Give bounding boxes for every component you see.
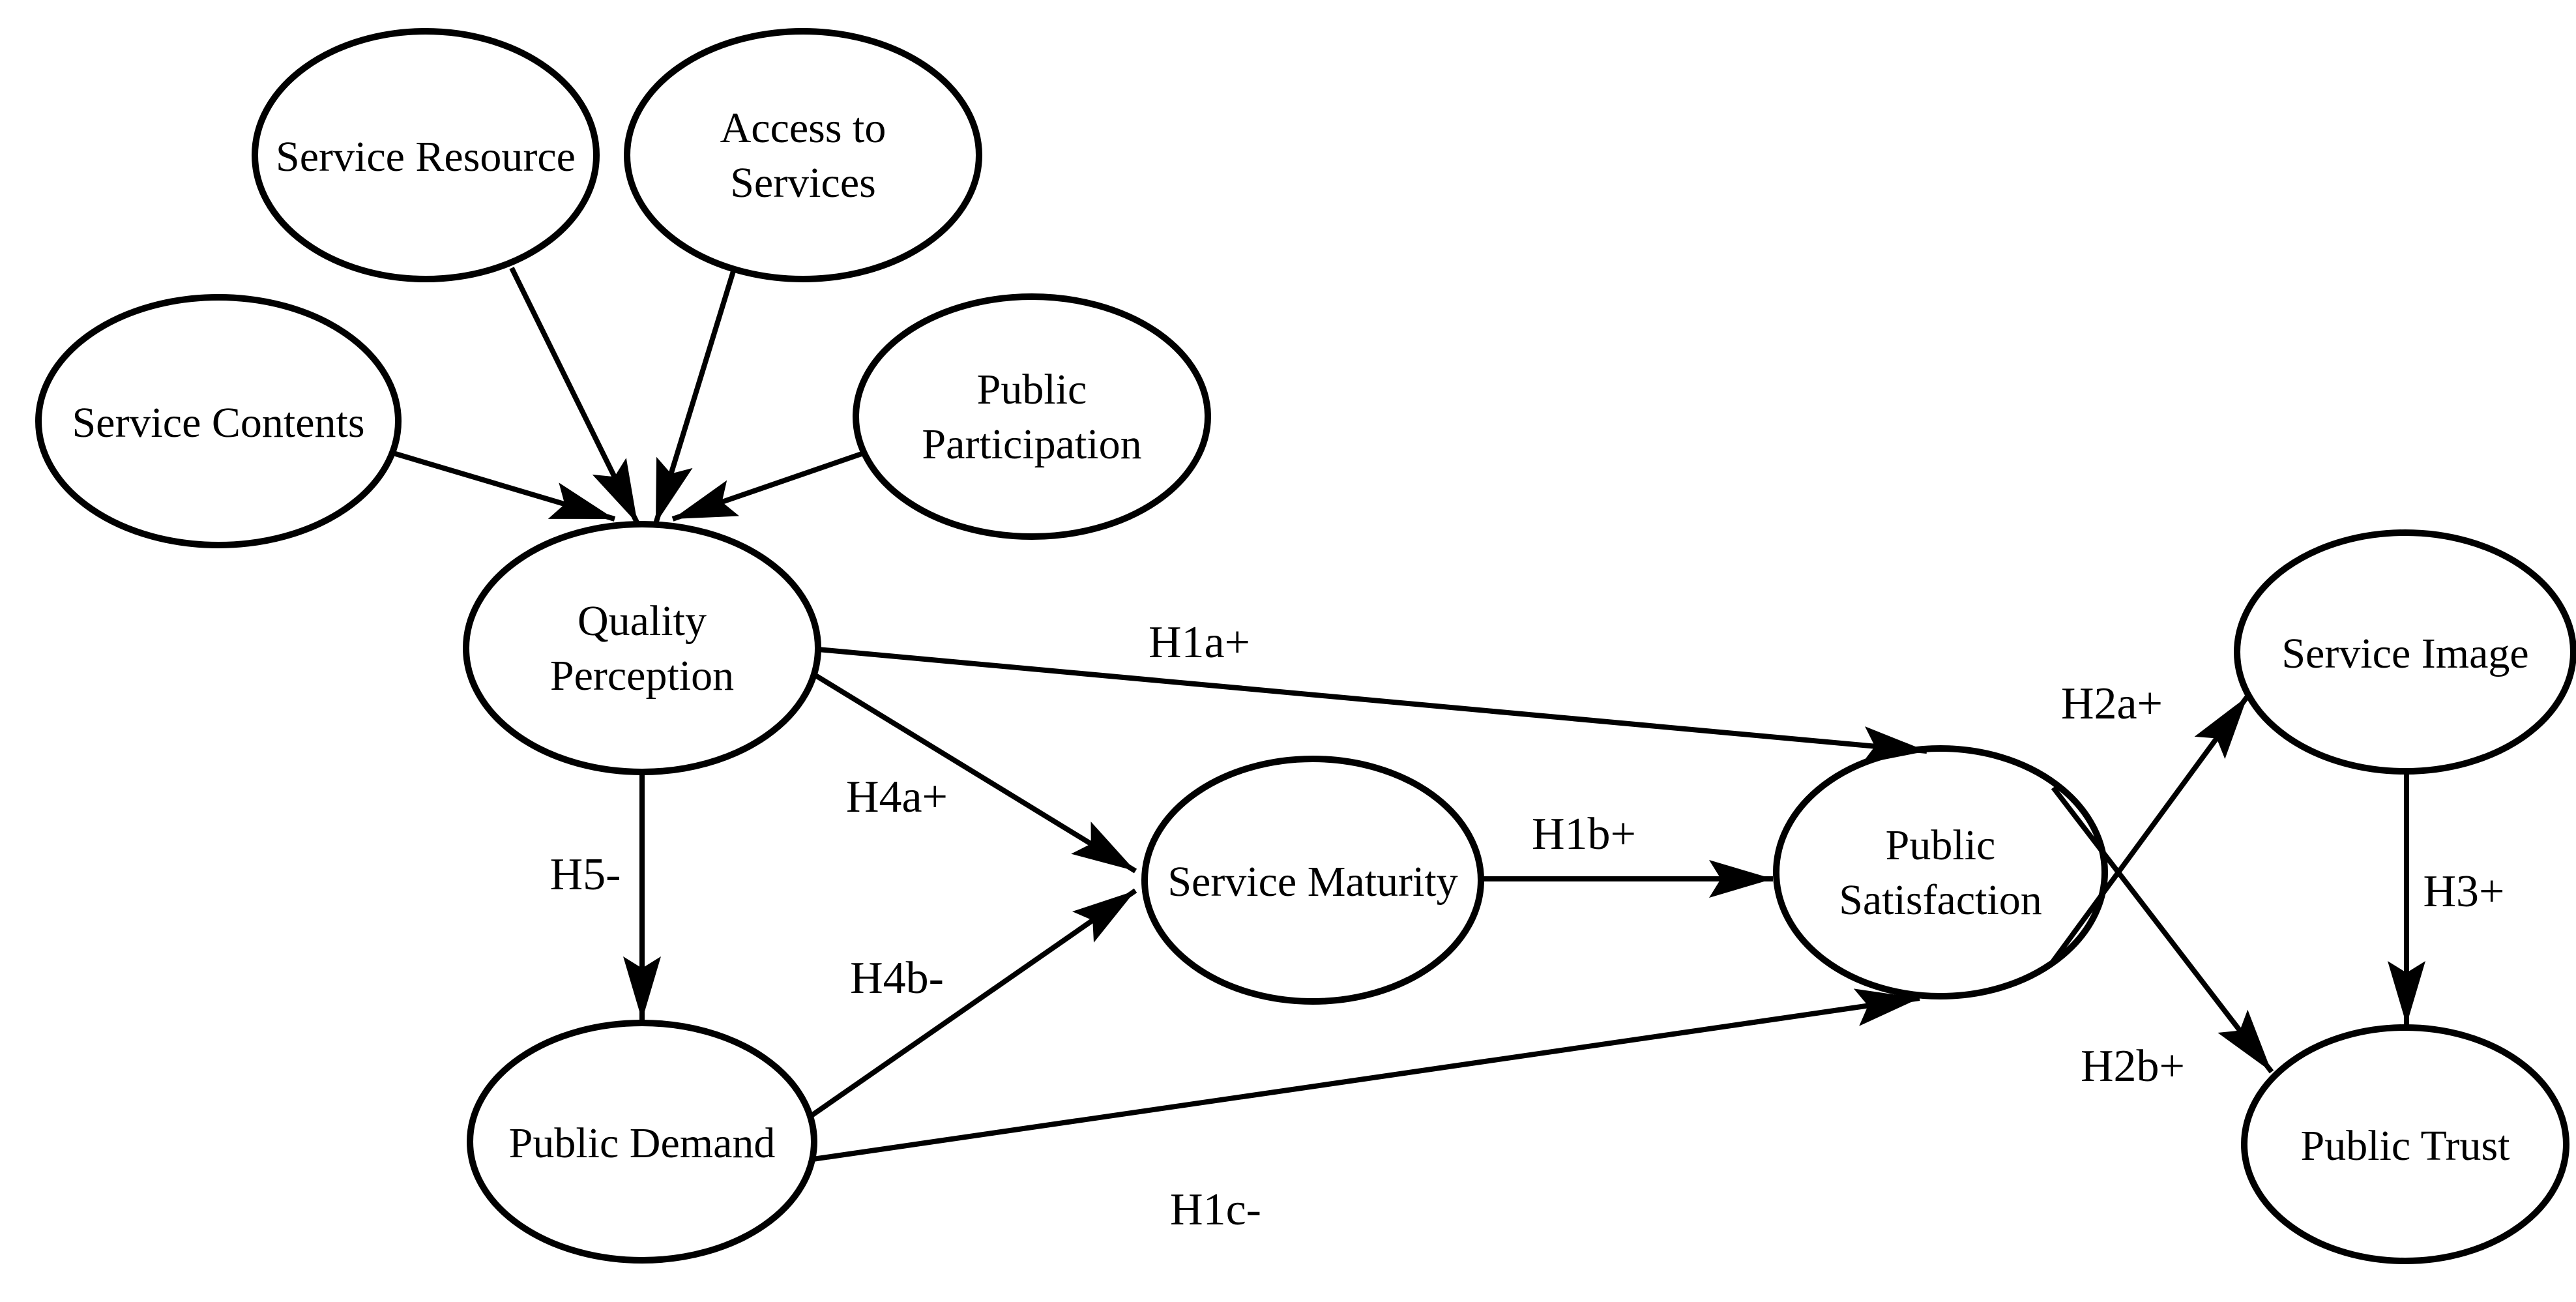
quality-perception-ellipse [463, 521, 821, 775]
edge-h1a-label: H1a+ [1149, 617, 1250, 668]
public-participation-label-line: Participation [922, 421, 1141, 468]
edge-h3: H3+ [2388, 771, 2505, 1025]
edge-h4b-line [810, 888, 1137, 1118]
edge-h4a-label: H4a+ [846, 772, 948, 822]
service-resource-label-line: Service Resource [276, 133, 576, 181]
edge-service-contents-to-quality-perception [390, 450, 616, 522]
public-satisfaction-ellipse [1773, 745, 2108, 999]
node-service-resource: Service Resource [252, 28, 600, 282]
public-trust-label: Public Trust [2301, 1122, 2510, 1170]
edge-h4a-line [812, 672, 1137, 874]
edge-h4b: H4b- [810, 888, 1137, 1118]
edge-h1c: H1c- [812, 988, 1920, 1235]
service-contents-label: Service Contents [72, 399, 364, 447]
service-resource-label: Service Resource [276, 133, 576, 181]
edge-h5: H5- [550, 772, 661, 1020]
edge-h4b-label: H4b- [850, 953, 944, 1003]
nodes-layer: Service Resource Access to ServicesService… [35, 28, 2576, 1264]
edge-h1b-label: H1b+ [1532, 809, 1636, 859]
edge-public-participation-to-quality-perception-line [671, 451, 863, 522]
public-participation-ellipse [853, 293, 1211, 540]
node-service-maturity: Service Maturity [1141, 756, 1484, 1005]
edge-h1a-line [817, 647, 1927, 764]
edge-h2b-line [2051, 786, 2274, 1074]
edge-public-participation-to-quality-perception [671, 451, 863, 522]
edge-service-contents-to-quality-perception-line [390, 450, 616, 522]
public-trust-label-line: Public Trust [2301, 1122, 2510, 1170]
edge-access-to-services-to-quality-perception-line [653, 270, 736, 525]
access-to-services-label: Access to Services [720, 104, 886, 207]
sem-diagram-canvas: Service Resource Access to ServicesService… [26, 10, 2576, 1292]
node-public-trust: Public Trust [2241, 1024, 2569, 1264]
public-demand-ellipse [467, 1020, 817, 1264]
service-contents-label-line: Service Contents [72, 399, 364, 447]
quality-perception-label-line: Quality [578, 597, 707, 645]
edge-h1c-label: H1c- [1170, 1185, 1261, 1235]
edges-layer: H1a+ H4a+ H5- H4b- H1b+ H1c- H2a+ H2b+ H3+ [390, 267, 2505, 1235]
service-image-label: Service Image [2281, 630, 2528, 677]
public-trust-ellipse [2241, 1024, 2569, 1264]
edge-h3-label: H3+ [2423, 866, 2504, 917]
edge-h2b: H2b+ [2051, 786, 2274, 1091]
public-satisfaction-label-line: Public [1886, 821, 1996, 869]
edge-h5-label: H5- [550, 850, 621, 900]
node-public-demand: Public Demand [467, 1020, 817, 1264]
node-service-image: Service Image [2234, 529, 2576, 775]
quality-perception-label-line: Perception [550, 652, 734, 700]
edge-h2a-label: H2a+ [2061, 679, 2163, 729]
edge-h2a-line [2051, 694, 2250, 963]
edge-h1a: H1a+ [817, 617, 1927, 764]
edge-h1c-line [812, 988, 1920, 1162]
access-to-services-label-line: Services [730, 159, 876, 207]
edge-h4a: H4a+ [812, 672, 1137, 874]
service-maturity-label: Service Maturity [1167, 858, 1457, 906]
access-to-services-ellipse [624, 28, 982, 282]
edge-h2b-label: H2b+ [2081, 1041, 2185, 1091]
public-demand-label-line: Public Demand [509, 1119, 776, 1167]
service-maturity-label-line: Service Maturity [1167, 858, 1457, 906]
public-demand-label: Public Demand [509, 1119, 776, 1167]
edge-access-to-services-to-quality-perception [653, 270, 736, 525]
access-to-services-label-line: Access to [720, 104, 886, 152]
edge-service-resource-to-quality-perception-line [509, 267, 640, 525]
service-resource-ellipse [252, 28, 600, 282]
node-access-to-services: Access to Services [624, 28, 982, 282]
public-participation-label-line: Public [977, 366, 1087, 413]
public-satisfaction-label-line: Satisfaction [1839, 876, 2042, 924]
edge-service-resource-to-quality-perception [509, 267, 640, 525]
node-service-contents: Service Contents [35, 294, 402, 548]
service-contents-ellipse [35, 294, 402, 548]
service-image-label-line: Service Image [2281, 630, 2528, 677]
edge-h2a: H2a+ [2051, 679, 2250, 963]
edge-h1b: H1b+ [1481, 809, 1773, 898]
